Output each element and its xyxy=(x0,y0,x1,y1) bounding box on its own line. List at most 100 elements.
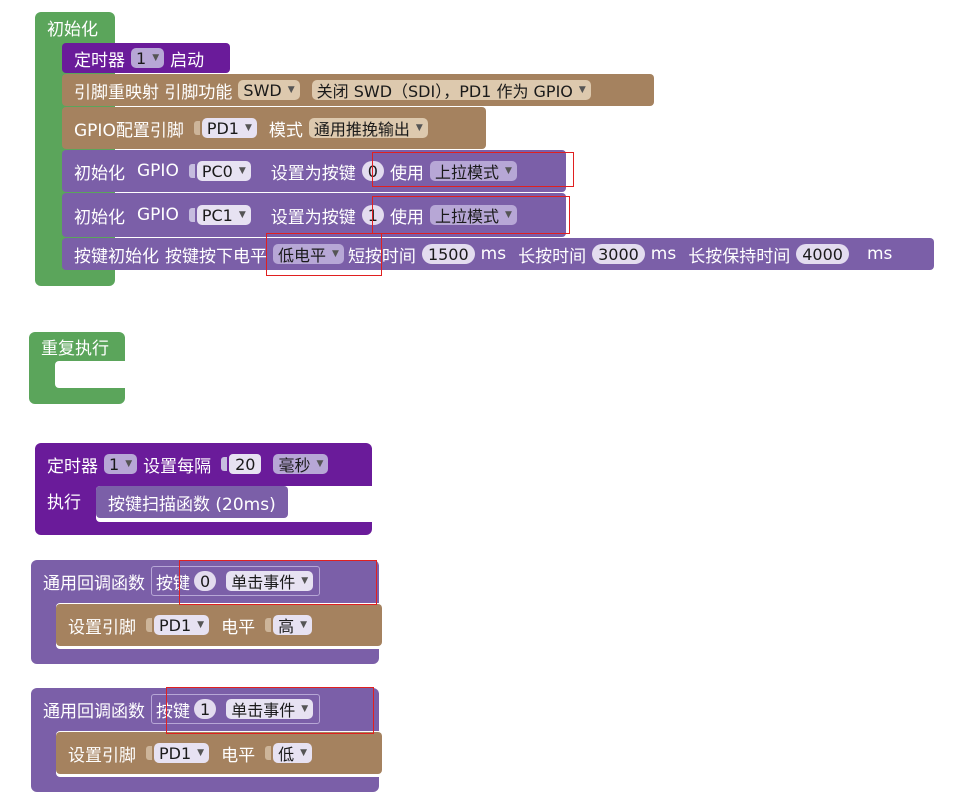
key-init-label: 按键初始化 xyxy=(74,246,159,267)
chevron-down-icon: ▼ xyxy=(300,748,308,758)
chevron-down-icon: ▼ xyxy=(125,459,133,469)
callback-label: 通用回调函数 xyxy=(43,573,145,594)
highlight-box-key0 xyxy=(372,152,574,187)
set-pin-pin-slot[interactable]: PD1▼ xyxy=(142,612,215,638)
timer-interval-row[interactable]: 定时器 1▼ 设置每隔 20 毫秒▼ xyxy=(35,446,372,482)
chevron-down-icon: ▼ xyxy=(287,85,295,95)
short-press-unit: ms xyxy=(480,244,507,264)
timer-interval-value-slot[interactable]: 20 xyxy=(217,451,268,477)
gpio-key-pin-dropdown[interactable]: PC1▼ xyxy=(196,205,251,225)
set-pin-pin-dropdown[interactable]: PD1▼ xyxy=(154,615,210,635)
gpio-key-use-label: 使用 xyxy=(389,207,424,228)
remap-block[interactable]: 引脚重映射 引脚功能 SWD▼ 关闭 SWD（SDI），PD1 作为 GPIO▼ xyxy=(62,74,654,106)
gpio-key-init-label: 初始化 xyxy=(74,163,125,184)
timer-interval-value-field[interactable]: 20 xyxy=(229,454,262,474)
init-hat[interactable]: 初始化 xyxy=(35,12,115,42)
highlight-box-key1 xyxy=(372,196,570,234)
remap-label: 引脚重映射 引脚功能 xyxy=(74,82,233,103)
set-pin-level-label: 电平 xyxy=(221,617,256,638)
hold-field[interactable]: 4000 xyxy=(796,244,849,264)
callback-key-slot[interactable]: 按键 1 单击事件▼ xyxy=(151,694,321,724)
chevron-down-icon: ▼ xyxy=(244,123,252,133)
set-pin-block-0[interactable]: 设置引脚 PD1▼ 电平 高▼ xyxy=(56,604,382,646)
short-press-field[interactable]: 1500 xyxy=(421,244,475,264)
gpio-config-block[interactable]: GPIO配置引脚 PD1▼ 模式 通用推挽输出▼ xyxy=(62,107,486,149)
gpio-config-mode-dropdown[interactable]: 通用推挽输出▼ xyxy=(308,118,428,139)
set-pin-level-label: 电平 xyxy=(221,745,256,766)
timer-interval-label: 定时器 xyxy=(47,456,98,477)
timer-start-block[interactable]: 定时器 1▼ 启动 xyxy=(62,43,230,73)
chevron-down-icon: ▼ xyxy=(504,210,512,220)
set-pin-label: 设置引脚 xyxy=(68,745,136,766)
gpio-config-label: GPIO配置引脚 xyxy=(74,120,184,141)
gpio-key-pin-dropdown[interactable]: PC0▼ xyxy=(196,161,251,181)
gpio-key-set-label: 设置为按键 xyxy=(270,207,356,228)
callback-label: 通用回调函数 xyxy=(43,701,145,722)
chevron-down-icon: ▼ xyxy=(301,576,309,586)
timer-start-label: 定时器 xyxy=(74,50,125,71)
hold-label: 长按保持时间 xyxy=(688,246,791,267)
set-pin-block-1[interactable]: 设置引脚 PD1▼ 电平 低▼ xyxy=(56,732,382,774)
gpio-key-pull-dropdown[interactable]: 上拉模式▼ xyxy=(429,161,517,182)
set-pin-level-slot[interactable]: 高▼ xyxy=(261,612,318,638)
hold-unit: ms xyxy=(866,244,893,264)
gpio-key-pull-dropdown[interactable]: 上拉模式▼ xyxy=(429,205,517,226)
callback-key-label: 按键 xyxy=(156,573,190,594)
gpio-key-pin-slot[interactable]: PC0▼ xyxy=(185,158,257,184)
remap-func-dropdown[interactable]: SWD▼ xyxy=(238,80,300,100)
gpio-key-gpio-label: GPIO xyxy=(137,161,179,181)
timer-interval-every-label: 设置每隔 xyxy=(143,456,212,477)
gpio-key-block-1[interactable]: 初始化 GPIO PC1▼ 设置为按键 1 使用 上拉模式▼ xyxy=(62,193,566,237)
highlight-box-callback1 xyxy=(166,687,374,734)
key-level-label: 按键按下电平 xyxy=(165,246,267,267)
timer-do-label: 执行 xyxy=(47,492,81,513)
chevron-down-icon: ▼ xyxy=(316,459,324,469)
set-pin-pin-slot[interactable]: PD1▼ xyxy=(142,740,215,766)
chevron-down-icon: ▼ xyxy=(238,210,246,220)
chevron-down-icon: ▼ xyxy=(332,249,339,259)
set-pin-level-slot[interactable]: 低▼ xyxy=(261,740,318,766)
gpio-config-pin-dropdown[interactable]: PD1▼ xyxy=(201,118,257,138)
long-press-label: 长按时间 xyxy=(518,246,587,267)
chevron-down-icon: ▼ xyxy=(152,53,160,63)
gpio-key-use-label: 使用 xyxy=(389,163,424,184)
timer-interval-unit-dropdown[interactable]: 毫秒▼ xyxy=(273,454,329,475)
callback-event-dropdown[interactable]: 单击事件▼ xyxy=(226,699,314,720)
init-hat-label: 初始化 xyxy=(47,19,98,40)
callback-header-0[interactable]: 通用回调函数 按键 0 单击事件▼ xyxy=(31,562,379,600)
gpio-key-init-label: 初始化 xyxy=(74,207,125,228)
set-pin-level-dropdown[interactable]: 低▼ xyxy=(273,743,313,764)
timer-interval-number-dropdown[interactable]: 1▼ xyxy=(104,454,138,474)
callback-key-number-field[interactable]: 1 xyxy=(194,699,217,719)
highlight-box-level xyxy=(266,233,382,276)
long-press-unit: ms xyxy=(650,244,677,264)
timer-number-dropdown[interactable]: 1▼ xyxy=(131,48,165,68)
timer-do-label-row: 执行 xyxy=(35,486,95,514)
set-pin-pin-dropdown[interactable]: PD1▼ xyxy=(154,743,210,763)
callback-key-slot[interactable]: 按键 0 单击事件▼ xyxy=(151,566,321,596)
chevron-down-icon: ▼ xyxy=(300,620,308,630)
gpio-config-mode-label: 模式 xyxy=(268,120,303,141)
gpio-config-pin-slot[interactable]: PD1▼ xyxy=(189,115,263,141)
loop-hat[interactable]: 重复执行 xyxy=(29,332,125,360)
callback-header-1[interactable]: 通用回调函数 按键 1 单击事件▼ xyxy=(31,690,379,728)
chevron-down-icon: ▼ xyxy=(504,166,512,176)
loop-inner-slot xyxy=(55,361,125,388)
key-level-dropdown[interactable]: 低电平▼ xyxy=(273,244,344,265)
callback-key-label: 按键 xyxy=(156,701,190,722)
gpio-key-block-0[interactable]: 初始化 GPIO PC0▼ 设置为按键 0 使用 上拉模式▼ xyxy=(62,150,566,192)
chevron-down-icon: ▼ xyxy=(197,620,205,630)
remap-mode-dropdown[interactable]: 关闭 SWD（SDI），PD1 作为 GPIO▼ xyxy=(311,80,591,101)
key-scan-function-block[interactable]: 按键扫描函数 (20ms) xyxy=(96,486,288,518)
chevron-down-icon: ▼ xyxy=(415,123,423,133)
gpio-key-pin-slot[interactable]: PC1▼ xyxy=(185,202,257,228)
chevron-down-icon: ▼ xyxy=(197,748,205,758)
timer-start-action: 启动 xyxy=(170,50,205,71)
callback-event-dropdown[interactable]: 单击事件▼ xyxy=(226,571,314,592)
chevron-down-icon: ▼ xyxy=(578,85,586,95)
key-init-block[interactable]: 按键初始化 按键按下电平 低电平▼ 短按时间 1500 ms 长按时间 3000… xyxy=(62,238,934,270)
callback-key-number-field[interactable]: 0 xyxy=(194,571,217,591)
key-scan-function-label: 按键扫描函数 (20ms) xyxy=(108,494,276,515)
set-pin-level-dropdown[interactable]: 高▼ xyxy=(273,615,313,636)
long-press-field[interactable]: 3000 xyxy=(592,244,645,264)
